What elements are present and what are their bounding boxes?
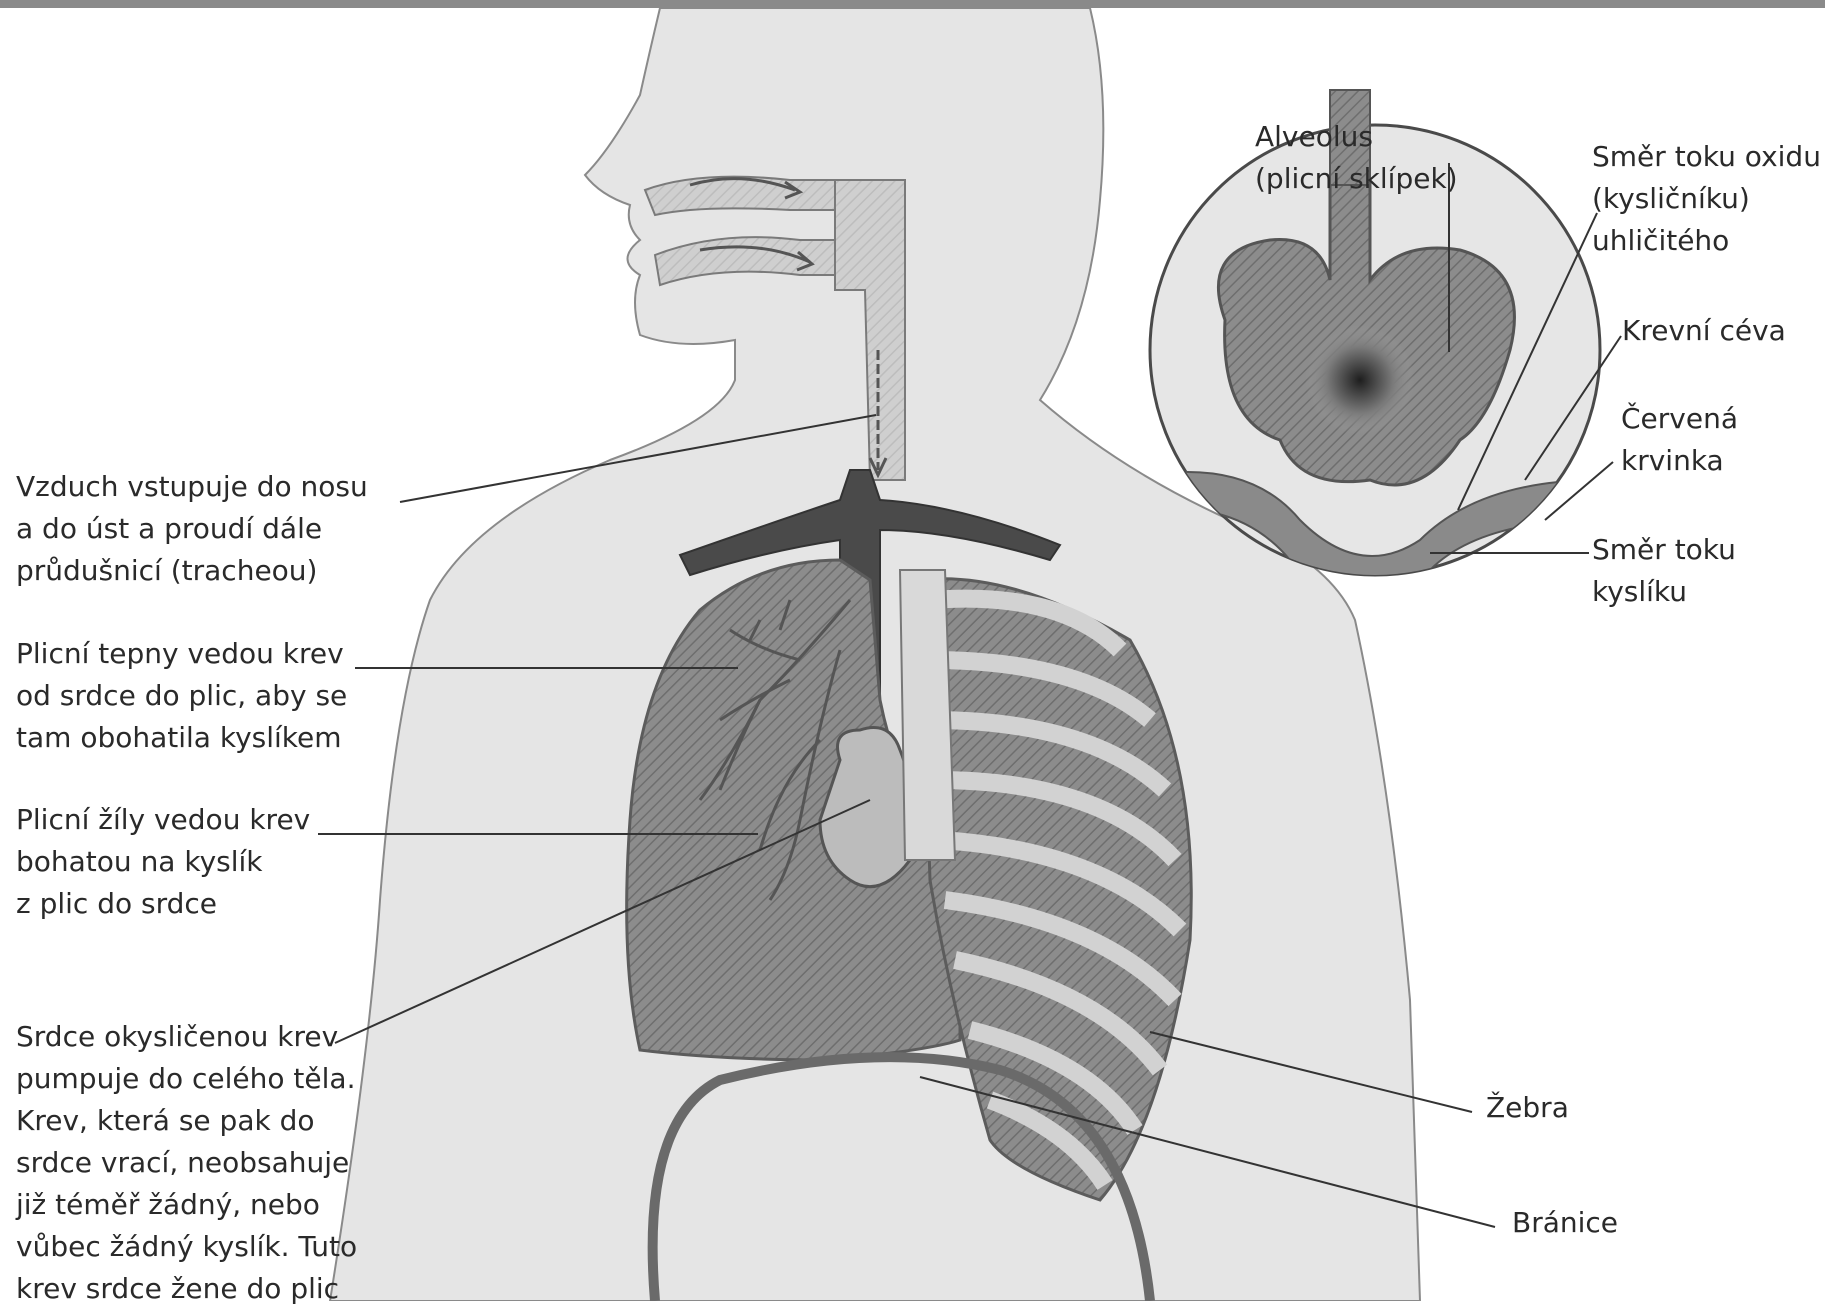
label-air-inflow: Vzduch vstupuje do nosu a do úst a proud… xyxy=(16,466,368,592)
label-alveolus: Alveolus (plicní sklípek) xyxy=(1255,116,1458,200)
nasal-cavity xyxy=(645,177,865,215)
label-red-blood-cell: Červená krvinka xyxy=(1621,398,1738,482)
label-heart: Srdce okysličenou krev pumpuje do celého… xyxy=(16,1016,357,1310)
label-co2-flow: Směr toku oxidu (kysličníku) uhličitého xyxy=(1592,136,1821,262)
label-ribs: Žebra xyxy=(1486,1087,1569,1129)
label-diaphragm: Bránice xyxy=(1512,1202,1618,1244)
label-pulmonary-arteries: Plicní tepny vedou krev od srdce do plic… xyxy=(16,633,347,759)
label-oxygen-flow: Směr toku kyslíku xyxy=(1592,529,1736,613)
label-pulmonary-veins: Plicní žíly vedou krev bohatou na kyslík… xyxy=(16,799,310,925)
label-blood-vessel: Krevní céva xyxy=(1622,310,1786,352)
